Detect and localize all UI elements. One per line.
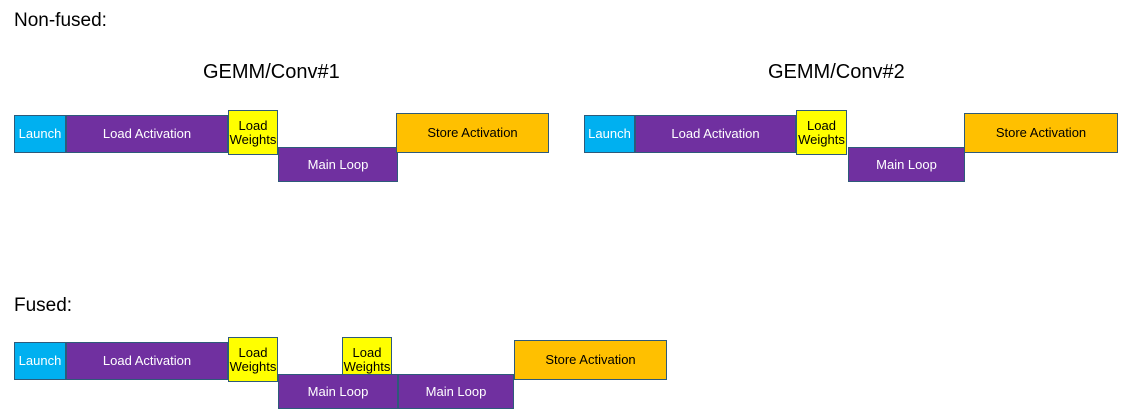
timeline-bar-label: Store Activation <box>427 125 518 140</box>
timeline-bar-store: Store Activation <box>964 113 1118 153</box>
timeline-bar-compute: Main Loop <box>848 147 965 182</box>
timeline-bar-label: Load Weights <box>798 117 845 147</box>
timeline-bar-launch: Launch <box>14 342 66 380</box>
timeline-bar-weights: Load Weights <box>228 110 278 155</box>
timeline-bar-weights: Load Weights <box>796 110 847 155</box>
timeline-bar-label: Main Loop <box>876 156 937 172</box>
timeline-bar-compute: Main Loop <box>398 374 514 409</box>
timeline-bar-weights: Load Weights <box>228 337 278 382</box>
timeline-bar-label: Load Activation <box>671 126 760 141</box>
timeline-bar-label: Load Weights <box>343 344 391 374</box>
timeline-bar-label: Main Loop <box>307 383 369 399</box>
timeline-bar-compute: Load Activation <box>66 115 228 153</box>
timeline-bar-compute: Main Loop <box>278 147 398 182</box>
timeline-bar-label: Main Loop <box>425 383 487 399</box>
timeline-bar-compute: Main Loop <box>278 374 398 409</box>
timeline-bar-label: Store Activation <box>545 352 636 367</box>
section-label-1: Fused: <box>14 295 73 316</box>
timeline-bar-label: Launch <box>18 353 62 368</box>
timeline-bar-label: Launch <box>18 126 62 141</box>
timeline-bar-label: Load Activation <box>102 353 192 368</box>
timeline-bar-store: Store Activation <box>514 340 667 380</box>
timeline-bar-compute: Load Activation <box>635 115 796 153</box>
timeline-bar-label: Launch <box>588 126 631 141</box>
timeline-bar-store: Store Activation <box>396 113 549 153</box>
timeline-bar-label: Load Weights <box>229 344 277 374</box>
timeline-bar-launch: Launch <box>14 115 66 153</box>
group-title-1: GEMM/Conv#2 <box>768 61 905 83</box>
section-label-0: Non-fused: <box>14 10 107 31</box>
timeline-bar-compute: Load Activation <box>66 342 228 380</box>
timeline-bar-label: Store Activation <box>995 125 1087 140</box>
group-title-0: GEMM/Conv#1 <box>203 61 340 83</box>
timeline-bar-label: Load Weights <box>229 117 277 147</box>
timeline-bar-label: Load Activation <box>102 126 192 141</box>
timeline-bar-label: Main Loop <box>307 156 369 172</box>
timeline-bar-launch: Launch <box>584 115 635 153</box>
